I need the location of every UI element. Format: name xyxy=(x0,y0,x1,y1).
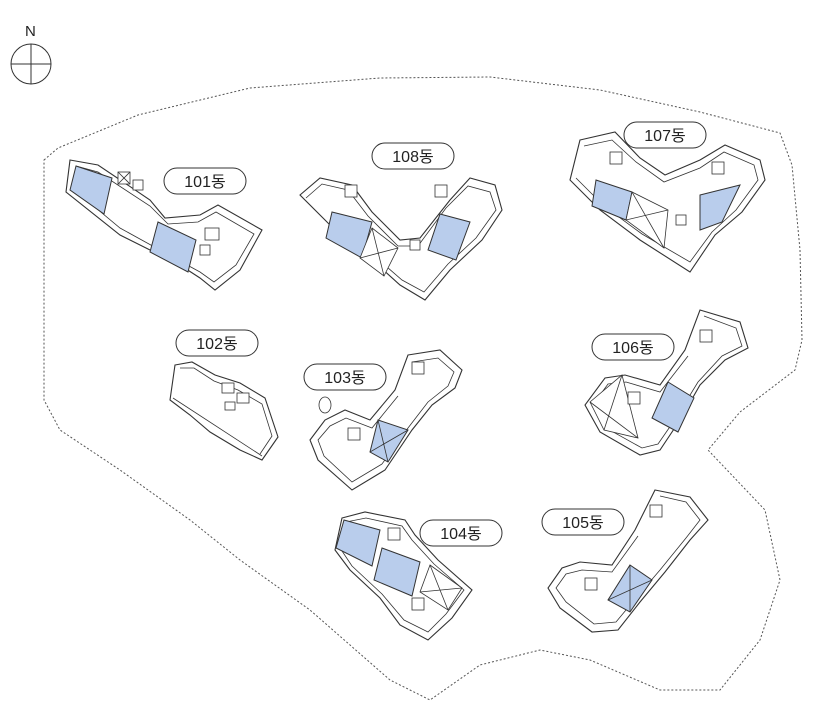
building-label-108: 108동 xyxy=(371,142,455,170)
unit-highlight xyxy=(427,213,471,261)
building-103[interactable] xyxy=(309,349,463,491)
building-107[interactable] xyxy=(569,131,766,273)
unit-highlight xyxy=(373,547,421,597)
unit-highlight xyxy=(335,519,381,567)
unit-highlight xyxy=(699,184,741,231)
building-label-text: 106동 xyxy=(612,340,653,357)
building-label-101: 101동 xyxy=(163,167,247,195)
building-104[interactable] xyxy=(334,511,473,641)
building-label-104: 104동 xyxy=(419,519,503,547)
building-106[interactable] xyxy=(584,309,749,456)
building-label-107: 107동 xyxy=(623,121,707,149)
building-108[interactable] xyxy=(299,177,503,301)
building-label-106: 106동 xyxy=(591,333,675,361)
north-compass-icon: N xyxy=(10,23,52,85)
compass-label: N xyxy=(25,23,36,40)
building-label-text: 108동 xyxy=(392,149,433,166)
building-label-text: 103동 xyxy=(324,370,365,387)
building-101[interactable] xyxy=(65,159,263,291)
unit-highlight xyxy=(149,221,197,273)
building-label-text: 104동 xyxy=(440,526,481,543)
building-label-text: 102동 xyxy=(196,336,237,353)
building-label-text: 101동 xyxy=(184,174,225,191)
building-label-105: 105동 xyxy=(541,508,625,536)
unit-highlight xyxy=(69,165,113,215)
building-102[interactable] xyxy=(169,361,279,461)
building-label-text: 105동 xyxy=(562,515,603,532)
building-105[interactable] xyxy=(547,489,709,633)
building-label-text: 107동 xyxy=(644,128,685,145)
building-label-102: 102동 xyxy=(175,329,259,357)
building-label-103: 103동 xyxy=(303,363,387,391)
unit-highlight xyxy=(651,381,695,433)
